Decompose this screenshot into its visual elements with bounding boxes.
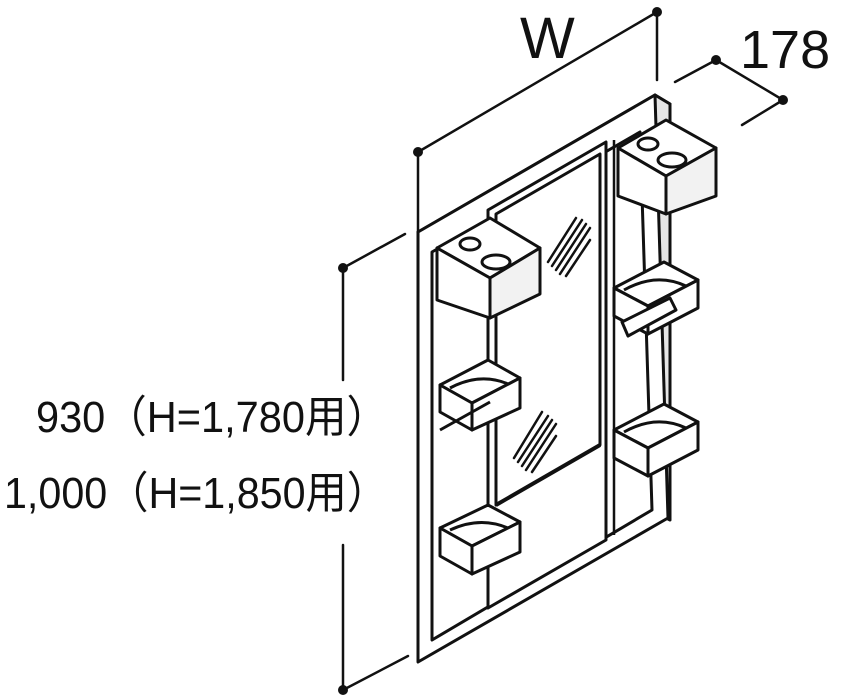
mirror-reflection-marks	[512, 216, 592, 474]
dimension-dots	[338, 7, 788, 695]
left-shelf-tray-1	[438, 358, 522, 432]
right-shelf-tray-1	[612, 260, 700, 338]
height-label-h1850: 1,000（H=1,850用）	[4, 469, 388, 518]
depth-label: 178	[740, 20, 830, 80]
right-shelf-tray-2	[612, 402, 700, 478]
height-dot-bottom	[338, 685, 348, 695]
left-cup-holder	[435, 216, 542, 320]
right-cup-holder	[616, 118, 718, 216]
right-shelves	[612, 118, 718, 478]
depth-extension-left	[673, 58, 718, 84]
depth-dot-left	[711, 55, 721, 65]
width-dot-left	[413, 147, 423, 157]
left-shelf-tray-2	[438, 503, 522, 576]
mirror-lower-edge	[495, 443, 601, 507]
height-dot-top	[338, 263, 348, 273]
dimension-labels: W 178 930（H=1,780用） 1,000（H=1,850用）	[4, 6, 830, 518]
width-dimension-line	[416, 10, 659, 154]
depth-extension-right	[740, 98, 785, 127]
height-extension-top	[341, 232, 407, 270]
width-label: W	[520, 6, 575, 71]
depth-dot-right	[778, 95, 788, 105]
height-label-h1780: 930（H=1,780用）	[36, 393, 388, 442]
left-shelf-bracket	[439, 400, 491, 432]
height-extension-bottom	[341, 654, 410, 692]
depth-dimension-line	[714, 58, 785, 102]
left-shelves	[435, 216, 542, 576]
dimension-lines	[341, 10, 785, 692]
width-dot-right	[652, 7, 662, 17]
